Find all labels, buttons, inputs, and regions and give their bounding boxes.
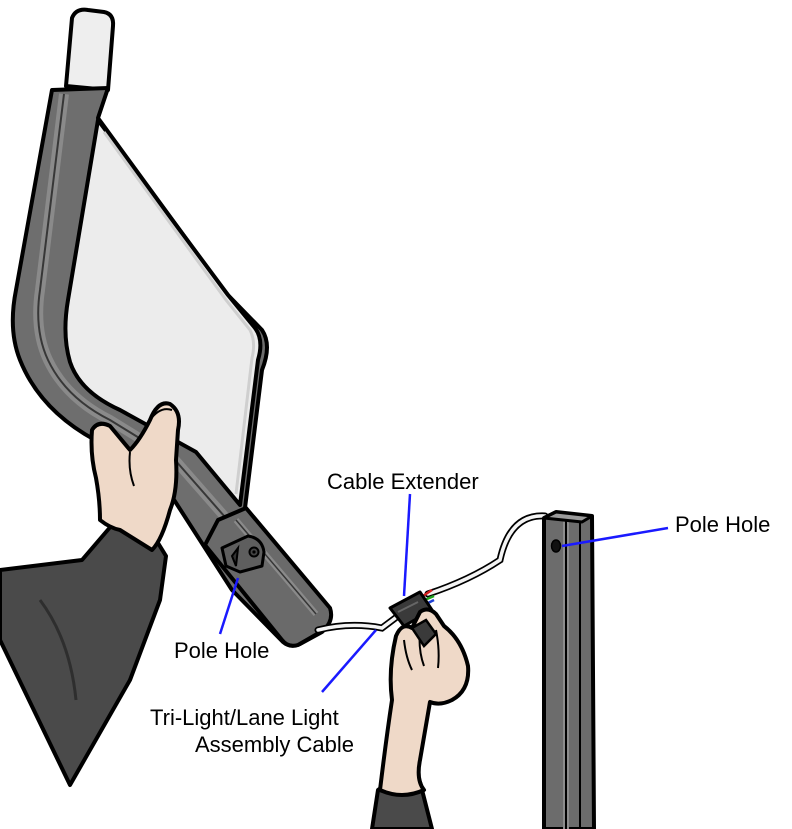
panel-top-cap [64,7,116,92]
leader-pole-hole-right [561,526,669,548]
panel-bracket [220,534,266,574]
right-hand-holding-extender [370,607,471,829]
leader-cable-extender [402,493,412,597]
pole [542,510,596,829]
label-assembly-cable-line1: Tri-Light/Lane Light [150,705,339,730]
left-sleeve [0,516,168,787]
label-pole-hole-right: Pole Hole [675,512,770,537]
pole-hole [550,539,562,553]
leader-pole-hole-left [218,577,240,635]
left-hand-holding-panel [0,401,181,787]
leader-lines [218,493,669,693]
label-pole-hole-left: Pole Hole [174,638,269,663]
tri-light-panel-assembly [10,7,334,648]
leader-assembly-cable [321,629,377,693]
label-assembly-cable-line2: Assembly Cable [195,732,354,757]
right-hand [378,607,471,797]
left-hand [89,401,181,552]
label-cable-extender: Cable Extender [327,469,479,494]
extension-cable [424,512,549,598]
panel-face [63,118,263,507]
